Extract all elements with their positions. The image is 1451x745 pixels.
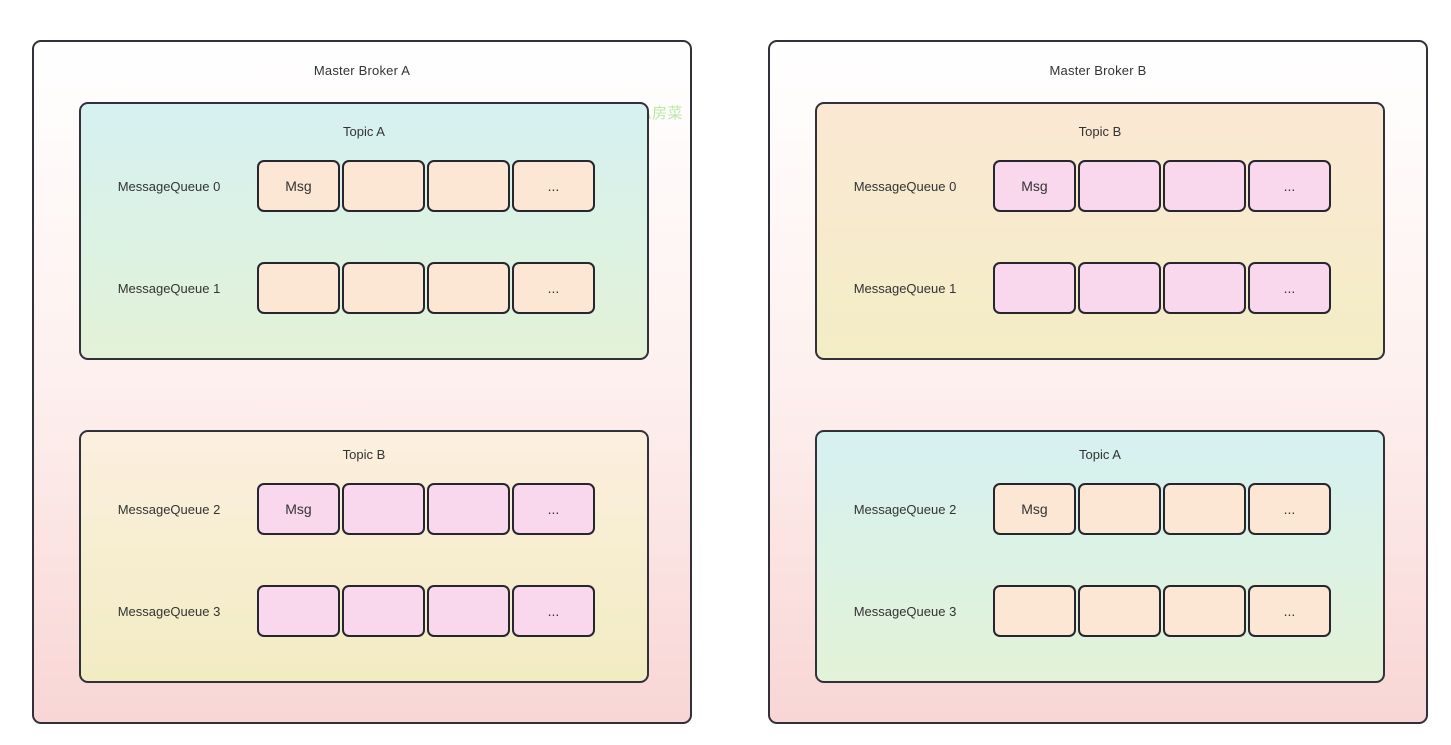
message-cell — [1078, 160, 1161, 212]
queue-row: MessageQueue 3 ... — [817, 585, 1383, 637]
topic-box-b: Topic B MessageQueue 0 Msg ... MessageQu… — [815, 102, 1385, 360]
message-cell — [1163, 262, 1246, 314]
queue-cells: Msg ... — [257, 160, 595, 212]
ellipsis-cell: ... — [512, 262, 595, 314]
message-cell — [1163, 483, 1246, 535]
topic-box-b: Topic B MessageQueue 2 Msg ... MessageQu… — [79, 430, 649, 683]
queue-row: MessageQueue 0 Msg ... — [817, 160, 1383, 212]
message-cell — [342, 483, 425, 535]
message-cell — [427, 262, 510, 314]
queue-label: MessageQueue 1 — [853, 280, 957, 296]
message-cell — [427, 585, 510, 637]
message-cell — [993, 585, 1076, 637]
message-cell — [1163, 160, 1246, 212]
queue-row: MessageQueue 3 ... — [81, 585, 647, 637]
message-cell — [993, 262, 1076, 314]
message-cell: Msg — [257, 160, 340, 212]
message-cell — [342, 585, 425, 637]
queue-label: MessageQueue 2 — [853, 501, 957, 517]
queue-cells: Msg ... — [257, 483, 595, 535]
queue-label: MessageQueue 2 — [117, 501, 221, 517]
topic-title: Topic B — [1078, 124, 1122, 139]
message-cell — [257, 262, 340, 314]
message-cell — [1078, 262, 1161, 314]
message-cell — [1163, 585, 1246, 637]
message-cell — [257, 585, 340, 637]
broker-title: Master Broker B — [1049, 63, 1147, 78]
message-cell — [427, 483, 510, 535]
queue-row: MessageQueue 1 ... — [81, 262, 647, 314]
ellipsis-cell: ... — [1248, 160, 1331, 212]
topic-title: Topic A — [1079, 447, 1121, 462]
message-cell: Msg — [993, 483, 1076, 535]
queue-label: MessageQueue 1 — [117, 280, 221, 296]
broker-box-b: Master Broker B Topic B MessageQueue 0 M… — [768, 40, 1428, 724]
topic-box-a: Topic A MessageQueue 0 Msg ... MessageQu… — [79, 102, 649, 360]
queue-row: MessageQueue 2 Msg ... — [81, 483, 647, 535]
queue-cells: ... — [257, 262, 595, 314]
ellipsis-cell: ... — [1248, 262, 1331, 314]
broker-title: Master Broker A — [313, 63, 411, 78]
queue-cells: ... — [993, 585, 1331, 637]
ellipsis-cell: ... — [1248, 483, 1331, 535]
message-cell — [342, 160, 425, 212]
message-cell — [1078, 483, 1161, 535]
topic-title: Topic B — [342, 447, 386, 462]
message-cell — [342, 262, 425, 314]
queue-cells: ... — [257, 585, 595, 637]
broker-box-a: Master Broker A 菜菜的后端私房菜 Topic A Message… — [32, 40, 692, 724]
message-cell: Msg — [993, 160, 1076, 212]
queue-label: MessageQueue 0 — [117, 178, 221, 194]
message-cell: Msg — [257, 483, 340, 535]
queue-row: MessageQueue 2 Msg ... — [817, 483, 1383, 535]
message-cell — [427, 160, 510, 212]
queue-cells: Msg ... — [993, 483, 1331, 535]
queue-cells: ... — [993, 262, 1331, 314]
queue-row: MessageQueue 1 ... — [817, 262, 1383, 314]
topic-title: Topic A — [343, 124, 385, 139]
ellipsis-cell: ... — [1248, 585, 1331, 637]
ellipsis-cell: ... — [512, 483, 595, 535]
ellipsis-cell: ... — [512, 160, 595, 212]
queue-label: MessageQueue 3 — [117, 603, 221, 619]
queue-cells: Msg ... — [993, 160, 1331, 212]
ellipsis-cell: ... — [512, 585, 595, 637]
topic-box-a: Topic A MessageQueue 2 Msg ... MessageQu… — [815, 430, 1385, 683]
queue-row: MessageQueue 0 Msg ... — [81, 160, 647, 212]
queue-label: MessageQueue 3 — [853, 603, 957, 619]
message-cell — [1078, 585, 1161, 637]
queue-label: MessageQueue 0 — [853, 178, 957, 194]
